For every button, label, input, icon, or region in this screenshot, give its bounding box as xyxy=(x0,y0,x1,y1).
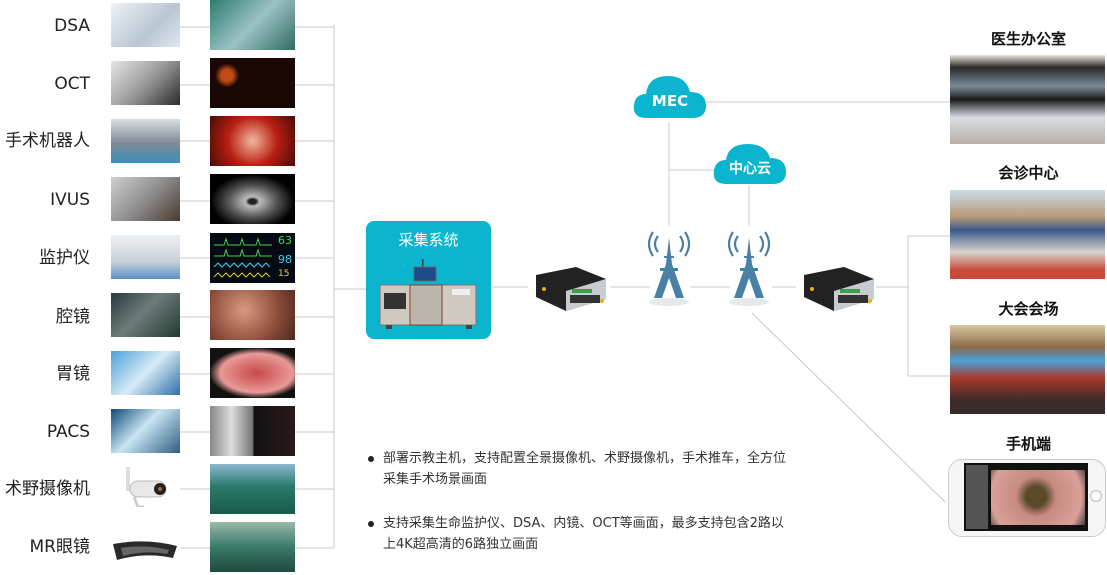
destination-title: 手机端 xyxy=(1005,435,1051,453)
destination-title: 会诊中心 xyxy=(998,164,1059,182)
surgical-robot-icon xyxy=(111,119,180,163)
smartphone-surgery-view-icon xyxy=(948,459,1106,537)
resp-value: 15 xyxy=(278,269,290,279)
surgical-field-view-icon xyxy=(210,116,295,166)
patient-monitor-icon xyxy=(111,235,180,279)
mr-headset-icon xyxy=(111,538,179,562)
gateway-router-icon xyxy=(796,265,878,313)
angiography-machine-icon xyxy=(111,3,180,47)
center-cloud[interactable]: 中心云 xyxy=(712,140,788,188)
surgeon-wearing-mr-icon xyxy=(210,522,295,572)
signal-tower-icon xyxy=(724,228,774,310)
pacs-workstation-icon xyxy=(111,409,180,453)
cloud-icon xyxy=(633,76,706,118)
conference-hall-scene-icon xyxy=(950,325,1105,414)
source-label: 胃镜 xyxy=(56,364,90,384)
collection-system-title: 采集系统 xyxy=(398,231,459,249)
feature-note-text: 支持采集生命监护仪、DSA、内镜、OCT等画面，最多支持包含2路以上4K超高清的… xyxy=(383,516,784,552)
destination-title: 大会会场 xyxy=(998,300,1059,318)
mec-label: MEC xyxy=(651,92,689,110)
chest-xray-icon xyxy=(210,406,295,456)
feature-note: 支持采集生命监护仪、DSA、内镜、OCT等画面，最多支持包含2路以上4K超高清的… xyxy=(368,513,788,555)
source-label: 术野摄像机 xyxy=(5,479,90,499)
gastroscope-station-icon xyxy=(111,351,180,395)
collection-system-box[interactable]: 采集系统 xyxy=(366,221,491,339)
bullet-dot xyxy=(368,456,374,462)
consultation-center-scene-icon xyxy=(950,190,1105,279)
oct-workstation-icon xyxy=(111,61,180,105)
surgical-team-view-icon xyxy=(210,464,295,514)
ivus-ultrasound-image-icon xyxy=(210,174,295,224)
source-label: MR眼镜 xyxy=(29,537,90,557)
feature-note-text: 部署示教主机，支持配置全景摄像机、术野摄像机，手术推车，全方位采集手术场景画面 xyxy=(383,451,787,487)
spo2-value: 98 xyxy=(278,253,292,266)
mec-cloud[interactable]: MEC xyxy=(632,72,708,122)
gateway-router-icon xyxy=(528,265,610,313)
source-label: 手术机器人 xyxy=(5,131,90,151)
source-label: IVUS xyxy=(50,190,90,210)
operating-room-scene-icon xyxy=(210,0,295,50)
source-label: DSA xyxy=(54,16,90,36)
vital-signs-waveform-icon: 63 98 15 xyxy=(210,233,295,283)
heart-rate-value: 63 xyxy=(278,234,292,247)
laparoscope-tower-icon xyxy=(111,293,180,337)
cloud-icon xyxy=(713,144,786,184)
field-camera-icon xyxy=(122,467,172,507)
source-label: 腔镜 xyxy=(56,307,90,327)
source-label: PACS xyxy=(46,422,90,442)
source-label: 监护仪 xyxy=(39,248,90,268)
destination-title: 医生办公室 xyxy=(990,30,1066,48)
ivus-console-icon xyxy=(111,177,180,221)
center-cloud-label: 中心云 xyxy=(729,161,771,177)
gastroscopy-view-icon xyxy=(210,348,295,398)
teaching-host-cart-icon xyxy=(378,259,478,333)
doctor-office-scene-icon xyxy=(950,55,1105,144)
source-label: OCT xyxy=(54,74,90,94)
feature-note: 部署示教主机，支持配置全景摄像机、术野摄像机，手术推车，全方位采集手术场景画面 xyxy=(368,448,788,490)
bullet-dot xyxy=(368,521,374,527)
signal-tower-icon xyxy=(644,228,694,310)
oct-cross-section-scan-icon xyxy=(210,58,295,108)
laparoscopic-view-icon xyxy=(210,290,295,340)
